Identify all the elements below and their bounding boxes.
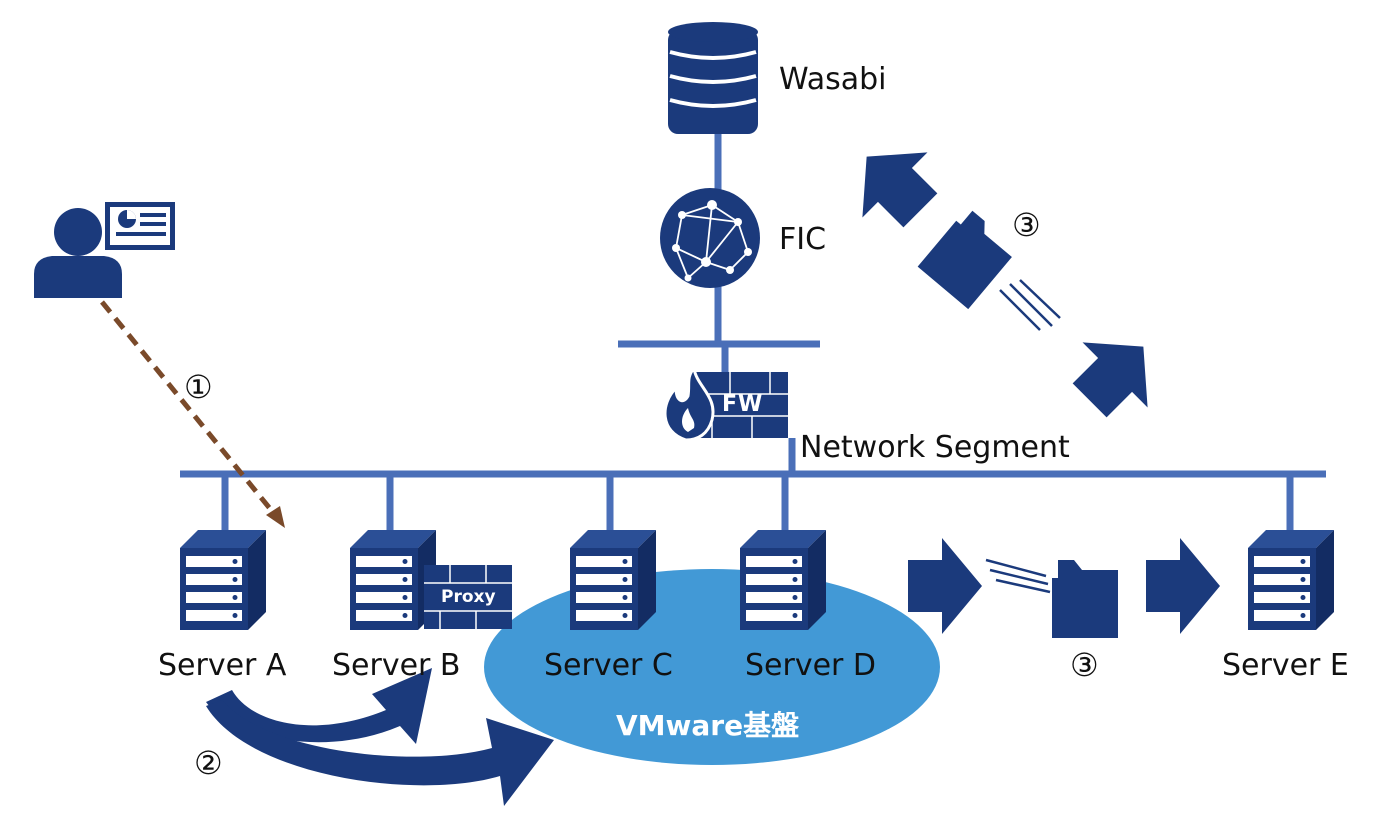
server-a-label: Server A [158, 648, 287, 683]
server-icon-c [570, 530, 656, 630]
folder-icon [1052, 560, 1118, 638]
vmware-platform-label: VMware基盤 [616, 709, 800, 742]
user-icon [34, 208, 122, 298]
step-3-upper-label: ③ [1012, 206, 1041, 244]
arrow-icon-upper-1 [1072, 342, 1148, 418]
server-icon-b [350, 530, 436, 630]
fic-label: FIC [779, 222, 827, 257]
network-links [180, 126, 1326, 530]
step-1-label: ① [184, 368, 213, 406]
server-e-label: Server E [1222, 648, 1349, 683]
server-icon-e [1248, 530, 1334, 630]
firewall-badge-label: FW [722, 392, 764, 417]
network-globe-icon [660, 188, 760, 288]
migration-arrows [206, 668, 554, 806]
motion-lines-upper [999, 279, 1061, 331]
server-c-label: Server C [544, 648, 673, 683]
admin-access-arrow [100, 300, 285, 528]
wasabi-label: Wasabi [779, 62, 887, 97]
firewall-icon [663, 364, 788, 442]
server-icon-d [740, 530, 826, 630]
motion-lines [985, 558, 1051, 594]
step-3-lower-label: ③ [1070, 646, 1099, 684]
server-d-label: Server D [745, 648, 877, 683]
server-icon-a [180, 530, 266, 630]
arrow-icon-d-folder [908, 538, 982, 634]
arrow-icon-folder-e [1146, 538, 1220, 634]
proxy-badge [424, 565, 512, 629]
proxy-badge-label: Proxy [441, 587, 496, 607]
server-b-label: Server B [332, 648, 461, 683]
arrow-icon-upper-2 [862, 152, 938, 228]
dashboard-card-icon [105, 202, 175, 250]
step-2-label: ② [194, 744, 223, 782]
network-segment-label: Network Segment [800, 430, 1070, 465]
database-icon [668, 22, 758, 134]
